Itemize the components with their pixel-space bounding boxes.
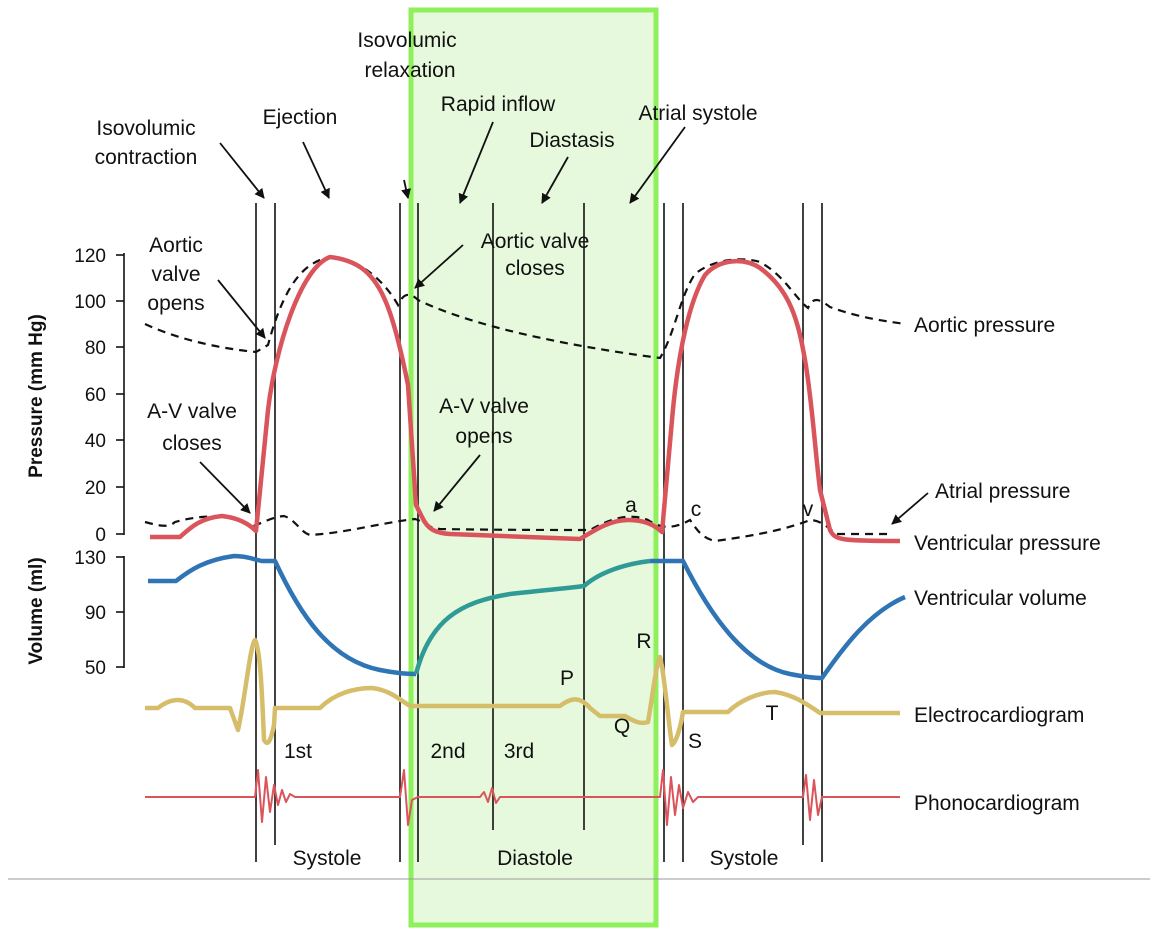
trace-labels: Aortic pressure Atrial pressure Ventricu… xyxy=(914,314,1101,815)
volume-axis xyxy=(116,556,125,668)
arrow-diastasis xyxy=(541,156,569,204)
arrow-rapid-inflow xyxy=(458,121,494,204)
phonocardiogram-trace xyxy=(145,769,900,826)
label-ecg-q: Q xyxy=(614,715,630,738)
label-rapid-inflow: Rapid inflow xyxy=(441,93,556,116)
volume-tick-labels: 130 90 50 xyxy=(74,548,106,679)
ventricular-volume-trace-systole xyxy=(148,553,417,677)
label-av-valve-opens-1: A-V valve xyxy=(439,395,529,418)
label-av-valve-closes-1: A-V valve xyxy=(147,400,237,423)
label-aortic-valve-opens-1: Aortic xyxy=(149,234,203,257)
label-heart-sound-2nd: 2nd xyxy=(430,740,465,763)
pressure-axis xyxy=(116,253,125,535)
label-wave-c: c xyxy=(691,498,702,521)
arrow-isovolumic-relaxation xyxy=(401,179,411,199)
label-ventricular-volume: Ventricular volume xyxy=(914,587,1087,610)
pressure-tick-label: 80 xyxy=(85,338,106,359)
pressure-tick-label: 40 xyxy=(85,431,106,452)
label-isovolumic-contraction-2: contraction xyxy=(95,146,198,169)
ventricular-volume-trace-diastole xyxy=(413,558,651,675)
label-isovolumic-relaxation-1: Isovolumic xyxy=(357,29,456,52)
label-phonocardiogram: Phonocardiogram xyxy=(914,792,1080,815)
label-isovolumic-contraction-1: Isovolumic xyxy=(96,117,195,140)
ventricular-pressure-trace xyxy=(150,254,901,544)
pressure-tick-labels: 120 100 80 60 40 20 0 xyxy=(74,246,106,546)
arrow-ejection xyxy=(302,141,330,199)
label-aortic-valve-opens-2: valve xyxy=(151,263,200,286)
label-heart-sound-3rd: 3rd xyxy=(504,740,534,763)
pressure-axis-title: Pressure (mm Hg) xyxy=(26,314,47,478)
volume-tick-label: 130 xyxy=(74,548,106,569)
label-aortic-pressure: Aortic pressure xyxy=(914,314,1055,337)
label-systole-2: Systole xyxy=(710,847,779,870)
pressure-tick-label: 120 xyxy=(74,246,106,267)
label-isovolumic-relaxation-2: relaxation xyxy=(364,59,455,82)
label-aortic-valve-closes-2: closes xyxy=(505,257,565,280)
label-av-valve-opens-2: opens xyxy=(455,425,512,448)
phase-boundary-lines xyxy=(255,203,823,862)
event-annotations: Aortic valve opens Aortic valve closes A… xyxy=(147,230,814,763)
label-ecg-t: T xyxy=(766,702,779,725)
label-ecg-p: P xyxy=(560,667,574,690)
label-aortic-valve-closes-1: Aortic valve xyxy=(481,230,590,253)
arrow-atrial-pressure xyxy=(891,492,929,525)
pressure-tick-label: 0 xyxy=(95,525,106,546)
bottom-phase-labels: Systole Diastole Systole xyxy=(293,847,779,870)
label-aortic-valve-opens-3: opens xyxy=(147,292,204,315)
label-electrocardiogram: Electrocardiogram xyxy=(914,704,1084,727)
arrow-av-valve-opens xyxy=(433,454,481,512)
label-wave-v: v xyxy=(803,498,814,521)
arrow-aortic-valve-closes xyxy=(414,244,464,289)
electrocardiogram-trace xyxy=(145,637,900,748)
annotation-arrows xyxy=(199,121,929,525)
ventricular-volume-trace-systole-2 xyxy=(650,558,906,681)
arrow-isovolumic-contraction xyxy=(219,142,265,199)
label-systole-1: Systole xyxy=(293,847,362,870)
arrow-av-valve-closes xyxy=(199,461,251,514)
arrow-aortic-valve-opens xyxy=(217,279,266,339)
diastole-highlight-box xyxy=(408,7,659,928)
label-ejection: Ejection xyxy=(263,106,338,129)
label-av-valve-closes-2: closes xyxy=(162,432,222,455)
volume-tick-label: 50 xyxy=(85,658,106,679)
label-ecg-s: S xyxy=(688,730,702,753)
label-ventricular-pressure: Ventricular pressure xyxy=(914,532,1101,555)
label-diastasis: Diastasis xyxy=(529,129,614,152)
label-heart-sound-1st: 1st xyxy=(284,740,312,763)
label-atrial-pressure: Atrial pressure xyxy=(935,480,1070,503)
label-wave-a: a xyxy=(625,494,637,517)
label-atrial-systole: Atrial systole xyxy=(638,102,757,125)
top-phase-labels: Isovolumic contraction Ejection Isovolum… xyxy=(95,29,758,169)
aortic-pressure-trace xyxy=(144,255,906,360)
volume-tick-label: 90 xyxy=(85,603,106,624)
pressure-tick-label: 20 xyxy=(85,478,106,499)
arrow-atrial-systole xyxy=(629,126,686,204)
pressure-tick-label: 60 xyxy=(85,385,106,406)
label-ecg-r: R xyxy=(636,630,651,653)
volume-axis-title: Volume (ml) xyxy=(26,557,47,664)
pressure-tick-label: 100 xyxy=(74,292,106,313)
label-diastole: Diastole xyxy=(497,847,573,870)
